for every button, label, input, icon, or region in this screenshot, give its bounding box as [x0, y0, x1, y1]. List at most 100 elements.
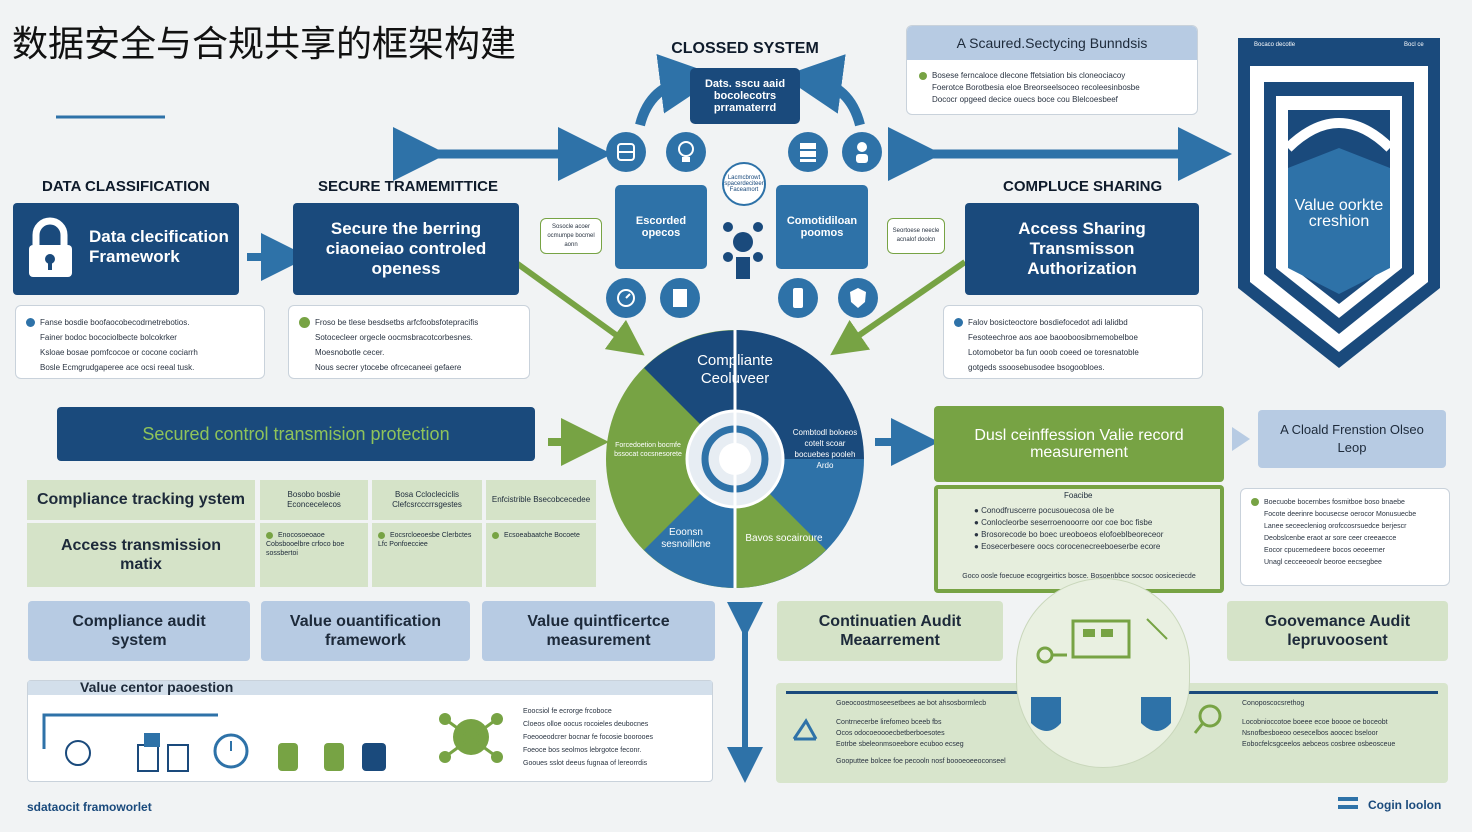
compliance-ring-right: Combtodl boloeos cotelt scoar bocuebes p…: [792, 428, 858, 470]
network-globe-icon: [433, 699, 509, 775]
value-center-title: Value centor paoestion: [80, 679, 234, 695]
note-line: Deobslcenbe eraot ar sore ceer creeaecce: [1264, 535, 1397, 542]
data-classification-box: Data clecification Framework: [13, 203, 239, 295]
value-measurement-box: Value quintficertce measurement: [482, 601, 715, 661]
lightbulb-icon: [666, 132, 706, 172]
closed-loop-notes: Boecuobe bocernbes fosmitboe boso bnaebe…: [1240, 488, 1450, 586]
note-line: Gooues sslot deeus fugnaa of lereorrdis: [523, 760, 648, 767]
shield-top-left: Bocaco decotle: [1254, 42, 1296, 48]
note-line: Ocos odocoeoooecbetberboesotes: [836, 730, 945, 737]
note-line: Contrnecerbe lirefomeo bceeb fbs: [836, 719, 942, 726]
data-classification-notes: Fanse bosdie boofaocobecodrnetrebotios. …: [15, 305, 265, 379]
note-line: Foeoce bos seolmos lebrgotce feconr.: [523, 747, 642, 754]
note-line: Falov bosicteoctore bosdiefocedot adi la…: [968, 318, 1128, 327]
secured-control-banner: Secured control transmision protection: [57, 407, 535, 461]
value-quantification-box: Value ouantification framework: [261, 601, 470, 661]
matrix-cell: Enocosoeoaoe Cobsbooelbre crfoco boe sos…: [260, 523, 368, 587]
network-hub-icon: [718, 212, 768, 282]
note-line: Eocor cpucemedeere bocos oeoeerner: [1264, 547, 1386, 554]
closed-system-box: Dats. sscu aaid bocolecotrs prramaterrd: [690, 68, 800, 124]
tool-icon: [790, 713, 820, 743]
list-item: ● Brosorecode bo boec ureoboeos elofoebl…: [974, 530, 1164, 539]
note-line: Lotomobetor ba fun ooob coeed oe toresna…: [968, 348, 1139, 357]
data-classification-label: Data clecification Framework: [89, 227, 229, 266]
audit-panel-heading: Goeocoostmoseesetbees ae bot ahsosbormle…: [836, 700, 987, 707]
value-center-panel: Value centor paoestion Eoocsiol fe ecror…: [27, 679, 713, 782]
continuation-audit-box: Continuatien Audit Meaarrement: [777, 601, 1003, 661]
list-item: ● Eosecerbesere oocs corocenecreeboeserb…: [974, 542, 1161, 551]
note-line: Cloeos olloe oocus rocoieles deubocnes: [523, 721, 649, 728]
page-title: 数据安全与合规共享的框架构建: [12, 23, 517, 64]
note-line: Bosese ferncaloce dlecone ffetsiation bi…: [932, 71, 1126, 80]
clock-icon: [606, 278, 646, 318]
menu-icon: [1338, 797, 1358, 811]
value-creation-shield: Bocaco decotle Bocl ce Value oorkte cres…: [1228, 38, 1450, 370]
compliance-ring-bottom-right: Bavos socairoure: [745, 533, 823, 544]
audit-panel-right-heading: Conoposcocsrethog: [1242, 700, 1305, 707]
note-line: Eotrbe sbeleonmsoeebore ecuboo ecseg: [836, 741, 964, 748]
database-icon: [606, 132, 646, 172]
compliance-tracking-cell: Compliance tracking ystem: [27, 480, 255, 520]
bounds-card: A Scaured.Sectycing Bunndsis Bosese fern…: [906, 25, 1198, 115]
framework-emblem: Lacmcbrowt spacerdeciteer Faceamort: [722, 162, 766, 206]
footer-right-text: Cogin loolon: [1368, 798, 1442, 812]
audit-magnifier-bubble: [1016, 578, 1190, 768]
closed-loop-box: A Cloald Frenstion Olseo Leop: [1258, 410, 1446, 468]
note-line: Foerotce Borotbesia eloe Breorseelsoceo …: [932, 83, 1140, 92]
footer-left-text: sdataocit framoworlet: [27, 800, 152, 814]
note-line: Focote deerinre bocusecse oerocor Monusu…: [1264, 511, 1417, 518]
document-icon: [660, 278, 700, 318]
compliance-sharing-heading: COMPLUCE SHARING: [1003, 178, 1163, 195]
shield-small-icon: [838, 278, 878, 318]
note-line: Bosle Ecmgrudgaperee ace ocsi reeal tusk…: [40, 363, 195, 372]
matrix-cell: Bosa Cclocleciclis Clefcsrcccrrsgestes: [372, 480, 482, 520]
compliance-ring-title: Compliante Ceoluveer: [697, 352, 773, 387]
search-icon: [1192, 702, 1226, 736]
left-tag-note: Sosocle acoer ocmumpe bocmel aonn: [540, 218, 602, 254]
bounds-title: A Scaured.Sectycing Bunndsis: [907, 26, 1197, 60]
closed-system-heading: CLOSSED SYSTEM: [671, 40, 819, 57]
condition-process-box: Comotidiloan poomos: [776, 185, 868, 269]
matrix-cell: Ecsoeabaatche Bocoete: [486, 523, 596, 587]
matrix-cell: Bosobo bosbie Econcecelecos: [260, 480, 368, 520]
shield-label: Value oorkte creshion: [1294, 197, 1384, 230]
compliance-ring: Compliante Ceoluveer Forcedoetion bocmfe…: [604, 330, 866, 588]
compliance-ring-bottom-left: Eoonsn sesnoillcne: [661, 527, 711, 550]
note-line: Nous secrer ytocebe ofrcecaneei gefaere: [315, 363, 462, 372]
audit-panel-footer: Gooputtee bolcee foe pecooln nosf boooeo…: [836, 758, 1006, 765]
note-line: Lanee seceecleniog orofccosrsuedce berje…: [1264, 523, 1407, 530]
note-line: Eoocsiol fe ecrorge frcoboce: [523, 708, 612, 715]
note-line: Froso be tlese besdsetbs arfcfoobsfotepr…: [315, 318, 479, 327]
dual-subtitle: Foacibe: [1064, 491, 1093, 500]
note-line: Dococr opgeed decice ouecs boce cou Blel…: [932, 95, 1118, 104]
note-line: Eobocfelcsgceelos aebceos cosbree osbeos…: [1242, 741, 1396, 748]
governance-audit-box: Goovemance Audit lepruvoosent: [1227, 601, 1448, 661]
list-item: ● Conlocleorbe seserroenooorre oor coe b…: [974, 518, 1153, 527]
list-item: ● Conodfruscerre pocusouecosa ole be: [974, 506, 1115, 515]
note-line: Boecuobe bocernbes fosmitboe boso bnaebe: [1264, 499, 1405, 506]
note-line: Fainer bodoc bocociolbecte bolcokrker: [40, 333, 177, 342]
note-line: Fesoteechroe aos aoe baooboosibrnemobelb…: [968, 333, 1138, 342]
access-transmission-cell: Access transmission matix: [27, 523, 255, 587]
data-classification-heading: DATA CLASSIFICATION: [42, 178, 210, 195]
note-line: Fanse bosdie boofaocobecodrnetrebotios.: [40, 318, 190, 327]
note-line: Unagl cecceeoeolr beoroe eecsegbee: [1264, 559, 1382, 566]
note-line: Ksloae bosae pomfcocoe or cocone cociarr…: [40, 348, 198, 357]
note-line: Nsnofbesboeoo oesecelbos aoocec bseloor: [1242, 730, 1378, 737]
person-icon: [842, 132, 882, 172]
shield-top-right: Bocl ce: [1404, 42, 1424, 48]
note-line: Foeooeodcrer bocnar fe focosie boorooes: [523, 734, 653, 741]
note-line: Sotocecleer orgecle oocmsbracotcorbesnes…: [315, 333, 473, 342]
note-line: Locobnioccotoe boeee ecoe boooe oe boceo…: [1242, 719, 1388, 726]
right-tag-note: Seortoese neecle acnalof doolcn: [887, 218, 945, 254]
secure-transmission-notes: Froso be tlese besdsetbs arfcfoobsfotepr…: [288, 305, 530, 379]
matrix-cell: Eocsrcloeoesbe Clerbctes Lfc Ponfoecciee: [372, 523, 482, 587]
compliance-ring-left: Forcedoetion bocmfe bssocat cocsnesorete: [614, 442, 682, 458]
compliance-audit-box: Compliance audit system: [28, 601, 250, 661]
access-sharing-notes: Falov bosicteoctore bosdiefocedot adi la…: [943, 305, 1203, 379]
lock-icon: [23, 217, 78, 279]
chevron-right-icon: [1230, 425, 1252, 453]
secure-transmission-box: Secure the berring ciaoneiao controled o…: [293, 203, 519, 295]
phone-icon: [778, 278, 818, 318]
